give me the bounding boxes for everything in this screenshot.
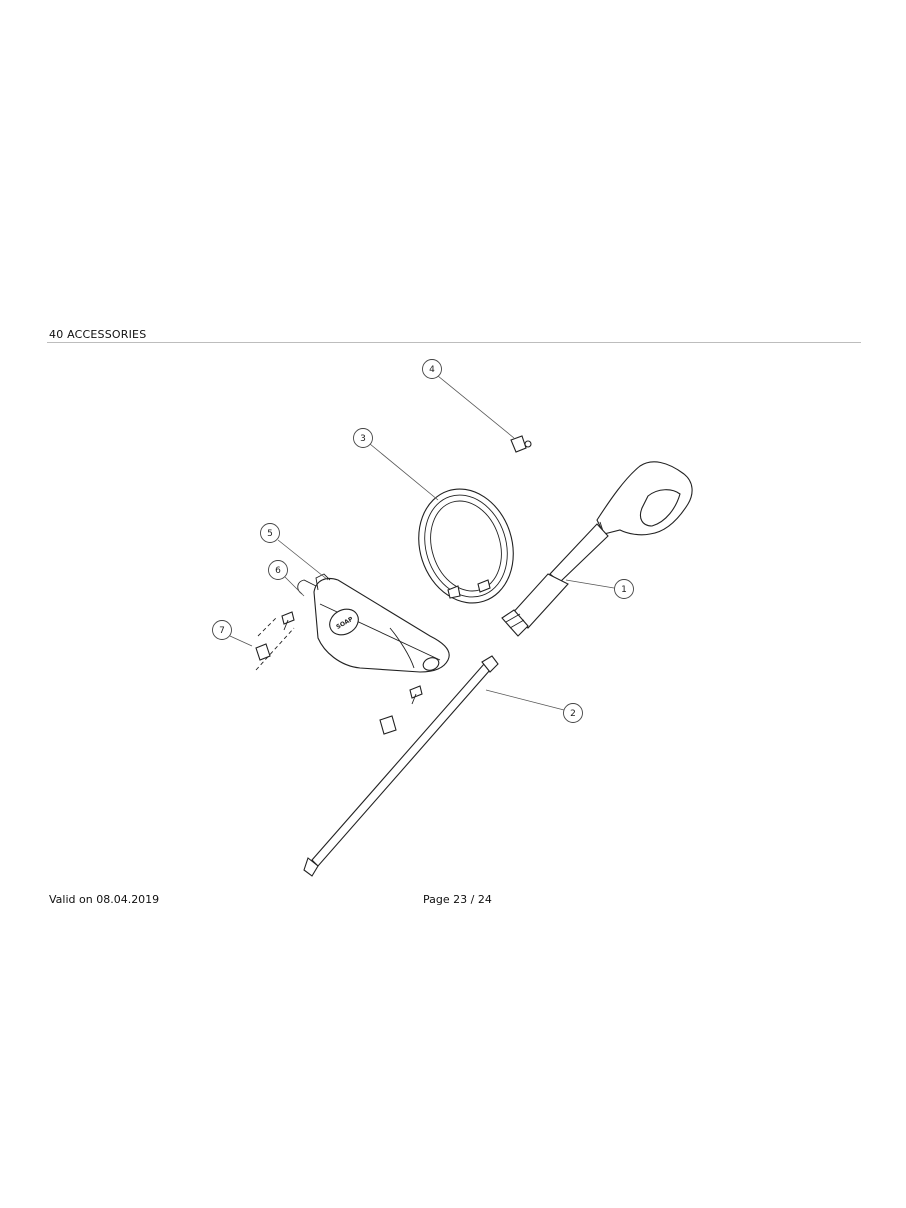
- callout-1: 1: [614, 579, 634, 599]
- footer-valid-date: Valid on 08.04.2019: [49, 893, 160, 906]
- part-soap-tank: [297, 573, 450, 673]
- header-divider: [47, 342, 861, 343]
- callout-2: 2: [563, 703, 583, 723]
- callout-3: 3: [353, 428, 373, 448]
- leader-5: [277, 539, 329, 581]
- callout-6: 6: [268, 560, 288, 580]
- callout-label: 1: [621, 585, 627, 595]
- callout-label: 3: [360, 434, 366, 444]
- leader-4: [437, 375, 515, 439]
- part-screws: [281, 611, 423, 705]
- part-nozzle: [510, 435, 532, 453]
- callout-label: 2: [570, 709, 576, 719]
- part-hose-coil: [418, 488, 514, 604]
- callout-5: 5: [260, 523, 280, 543]
- footer-page-number: Page 23 / 24: [423, 893, 492, 906]
- callout-label: 6: [275, 566, 281, 576]
- part-spray-gun: [501, 461, 693, 637]
- leader-1: [565, 579, 615, 589]
- section-title: 40 ACCESSORIES: [49, 328, 147, 341]
- part-lance: [303, 655, 499, 877]
- callout-label: 4: [429, 365, 435, 375]
- callout-label: 7: [219, 626, 225, 636]
- callout-label: 5: [267, 529, 273, 539]
- part-caps: [255, 617, 397, 735]
- leader-2: [485, 689, 565, 711]
- leader-3: [369, 443, 439, 501]
- callout-7: 7: [212, 620, 232, 640]
- callout-4: 4: [422, 359, 442, 379]
- leader-7: [229, 635, 253, 647]
- leader-6: [284, 576, 305, 597]
